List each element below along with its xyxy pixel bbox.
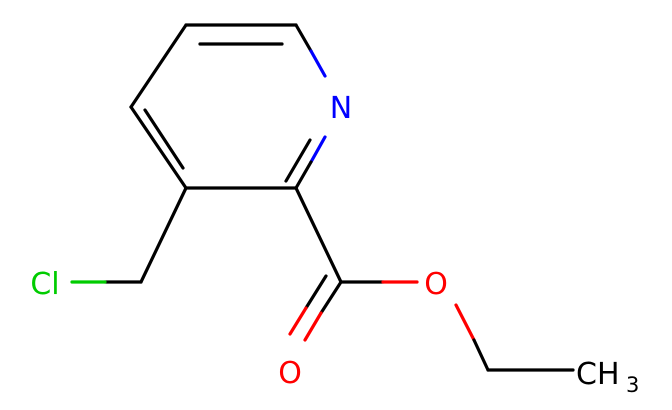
ester-group [288, 186, 575, 372]
bond-carbonyl-o-dark-1 [319, 280, 343, 315]
bond-carbonyl-o-red-1 [303, 311, 323, 342]
bond-carbonyl-o-dark-2 [304, 274, 328, 310]
carbonyl-oxygen-label: O [278, 356, 302, 391]
bond-c5-n-blue [309, 49, 327, 78]
methyl-subscript: 3 [626, 373, 639, 397]
pyridine-ring [129, 23, 327, 190]
nitrogen-label: N [330, 91, 352, 126]
bond-c4ring-c4 [129, 23, 188, 109]
chloromethyl-group [70, 186, 188, 284]
methyl-label: CH [576, 357, 620, 392]
bond-c3-ch2 [139, 186, 188, 284]
bond-carbonyl-o-red-2 [288, 306, 308, 336]
bond-c3-c4ring [129, 105, 188, 190]
bond-oester-ch2-dark [472, 338, 490, 372]
bond-c5-n-dark [294, 23, 313, 53]
ester-oxygen-label: O [424, 267, 448, 302]
bond-c3-c4ring-inner [143, 108, 185, 170]
bond-oester-ch2-red [454, 303, 476, 342]
bond-c2-carbonyl [294, 186, 343, 284]
bond-n-c2-blue [309, 135, 327, 164]
chlorine-label: Cl [30, 267, 59, 302]
bond-n-c2-inner [284, 138, 312, 183]
bond-n-c2-dark [294, 160, 313, 190]
